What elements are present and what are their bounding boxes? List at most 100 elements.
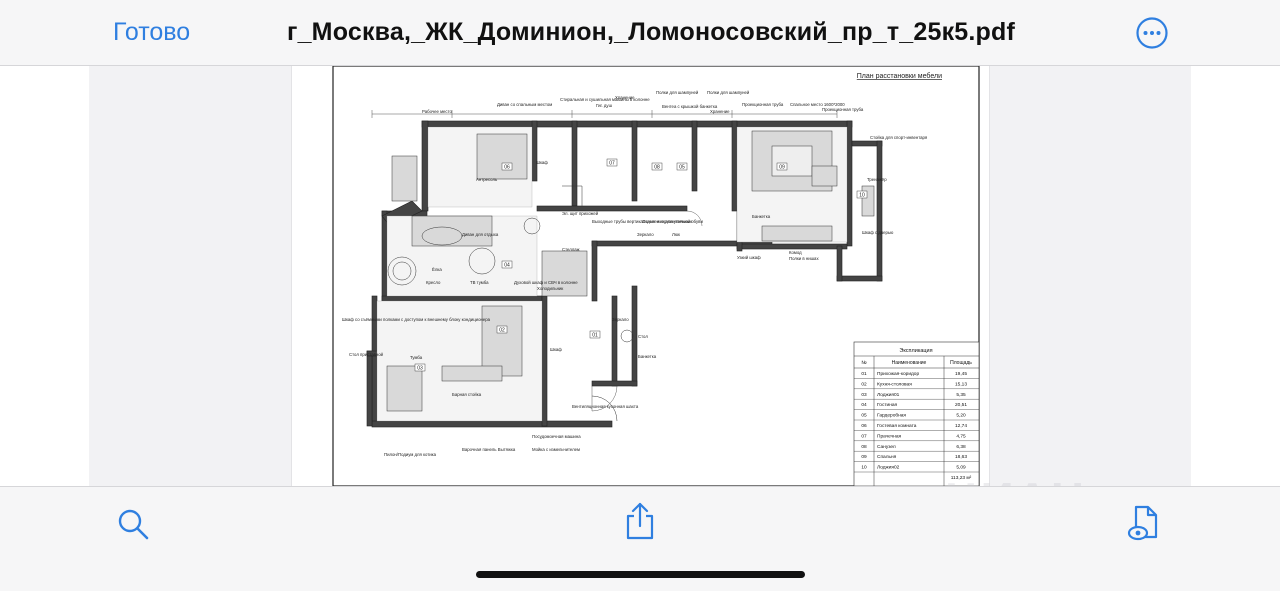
top-navigation-bar: Готово г_Москва,_ЖК_Доминион,_Ломоносовс… [0, 0, 1280, 66]
explication-cell-no: 06 [861, 423, 867, 429]
plan-label: Мойка с измельчителем [532, 447, 580, 452]
plan-label: Гиг. душ [596, 103, 613, 108]
plan-label: Тумба [410, 355, 423, 360]
explication-cell-area: 12,74 [955, 423, 967, 429]
plan-label: Вентиляционная кухонная шахта [572, 404, 639, 409]
plan-label: Стиральная и сушильная машины в колонне [560, 97, 650, 102]
explication-cell-name: Кухня-столовая [877, 381, 912, 387]
plan-label: Шкаф [536, 160, 548, 165]
explication-cell-name: Лоджия01 [877, 392, 900, 398]
plan-label: Эл. щит прихожей [562, 211, 599, 216]
explication-cell-area: 20,51 [955, 402, 967, 408]
room-number: 03 [417, 366, 423, 372]
explication-cell-name: Спальня [877, 454, 897, 460]
explication-cell-area: 19,45 [955, 371, 967, 377]
explication-cell-no: 04 [861, 402, 867, 408]
explication-col-area: Площадь [950, 360, 972, 366]
plan-label: Банкетка [752, 214, 771, 219]
plan-label: Вентеа с крышкой банкетка [662, 104, 718, 109]
plan-label: Шкаф с дверью [862, 230, 894, 235]
explication-cell-no: 09 [861, 454, 867, 460]
done-button[interactable]: Готово [113, 18, 191, 46]
plan-label: Узкий шкаф [737, 255, 761, 260]
plan-label: Диван со спальным местом [497, 102, 552, 107]
plan-label: Хранение [710, 109, 730, 114]
plan-label: Отделение для уличной обуви [642, 219, 703, 224]
ellipsis-circle-icon[interactable] [1136, 17, 1168, 49]
plan-label: Диван для отдыха [462, 232, 499, 237]
explication-col-name: Наименование [892, 360, 927, 366]
plan-label: Банкетка [638, 354, 657, 359]
room-number: 02 [499, 328, 505, 334]
explication-cell-name: Санузел [877, 444, 896, 450]
plan-label: Проекционная труба [742, 102, 784, 107]
explication-cell-area: 18,63 [955, 454, 967, 460]
plan-label: Стол [638, 334, 648, 339]
plan-label: Стол приставной [349, 352, 384, 357]
explication-cell-no: 10 [861, 465, 867, 471]
plan-label: Кресло [426, 280, 441, 285]
explication-cell-name: Лоджия02 [877, 465, 900, 471]
plan-label: Полки для шампуней [707, 90, 750, 95]
home-indicator [476, 571, 805, 578]
plan-label: Спальное место 1600*2000 [790, 102, 845, 107]
explication-cell-no: 07 [861, 433, 867, 439]
plan-label: Шкаф [550, 347, 562, 352]
explication-col-no: № [861, 360, 866, 366]
markup-icon[interactable] [1126, 503, 1162, 543]
explication-cell-area: 5,35 [956, 392, 966, 398]
room-number: 10 [859, 193, 865, 199]
plan-label: Рабочее место [422, 109, 452, 114]
explication-cell-area: 5,20 [956, 413, 966, 419]
plan-label: Хранение [615, 95, 635, 100]
explication-cell-area: 4,75 [956, 433, 966, 439]
pdf-page[interactable]: План расстановки мебели [292, 66, 989, 486]
explication-cell-name: Прачечная [877, 433, 902, 439]
plan-label: Люк [672, 232, 680, 237]
plan-label: Полки для шампуней [656, 90, 699, 95]
explication-cell-no: 02 [861, 381, 867, 387]
room-number: 04 [504, 263, 510, 269]
plan-label: Ёлка [432, 267, 442, 272]
explication-cell-no: 03 [861, 392, 867, 398]
plan-label: Варочная панель Вытяжка [462, 447, 516, 452]
plan-label: Комод [789, 250, 802, 255]
room-number: 06 [504, 165, 510, 171]
explication-cell-area: 15,13 [955, 381, 967, 387]
explication-cell-no: 01 [861, 371, 867, 377]
search-icon[interactable] [116, 507, 150, 541]
explication-table: Экспликация № Наименование Площадь 01 При… [853, 341, 980, 486]
plan-label: Антресоль [476, 177, 498, 182]
plan-label: Холодильник [537, 286, 563, 291]
plan-title: План расстановки мебели [857, 72, 942, 80]
floor-plan-drawing: План расстановки мебели [332, 66, 980, 486]
plan-label: Пилон/Подиум для котика [384, 452, 437, 457]
explication-cell-name: Прихожая-коридор [877, 371, 919, 377]
plan-label: Духовой шкаф и СВЧ в колонне [514, 280, 578, 285]
plan-label: Барная стойка [452, 392, 482, 397]
document-title-text: г_Москва,_ЖК_Доминион,_Ломоносовский_пр_… [286, 18, 1016, 46]
document-title: г_Москва,_ЖК_Доминион,_Ломоносовский_пр_… [0, 18, 1280, 47]
explication-cell-no: 08 [861, 444, 867, 450]
room-number: 07 [609, 161, 615, 167]
plan-label: Проекционная труба [822, 107, 864, 112]
room-number: 01 [592, 333, 598, 339]
plan-label: Полки в нишах [789, 256, 819, 261]
plan-label: Шкаф со съёмными полками с доступом к вн… [342, 317, 491, 322]
room-number: 09 [779, 165, 785, 171]
explication-cell-name: Гостиная [877, 402, 898, 408]
plan-label: Стойка для спорт-инвентаря [870, 135, 928, 140]
share-icon[interactable] [623, 501, 657, 541]
plan-label: Стеллаж [562, 247, 580, 252]
room-number: 05 [679, 165, 685, 171]
explication-title: Экспликация [899, 348, 932, 354]
explication-cell-area: 5,09 [956, 465, 966, 471]
plan-label: Зеркало [612, 317, 629, 322]
plan-label: Посудомоечная машина [532, 434, 581, 439]
pdf-viewer[interactable]: План расстановки мебели [0, 66, 1280, 486]
plan-label: Тренажёр [867, 177, 887, 182]
explication-cell-name: Гостевая комната [877, 423, 917, 429]
explication-total: 113,23 м² [951, 475, 972, 481]
plan-label: Зеркало [637, 232, 654, 237]
explication-cell-no: 05 [861, 413, 867, 419]
